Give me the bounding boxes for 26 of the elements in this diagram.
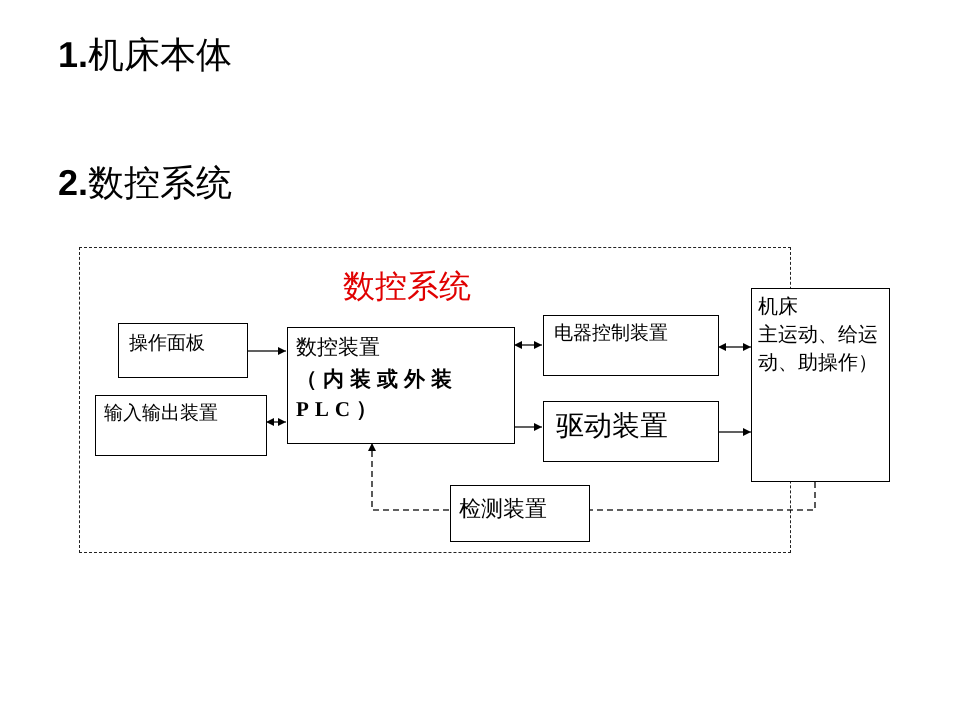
- connector-arrow: [514, 423, 542, 431]
- group-title: 数控系统: [343, 267, 471, 306]
- box-label: （内装或外装PLC）: [295, 366, 459, 422]
- connector-arrow: [247, 347, 286, 355]
- list-heading: 1.机床本体: [58, 33, 232, 77]
- box-label: 主运动、给运动、助操作）: [757, 323, 879, 376]
- box-label: 数控装置: [295, 334, 381, 361]
- connector-arrow: [514, 341, 542, 349]
- box-label: 输入输出装置: [103, 402, 219, 426]
- connector-arrow: [266, 418, 286, 426]
- component-box: [450, 485, 590, 542]
- component-box: [751, 288, 890, 482]
- component-box: [543, 315, 719, 376]
- connector-arrow: [718, 428, 751, 436]
- box-label: 机床: [757, 295, 799, 320]
- list-heading: 2.数控系统: [58, 161, 232, 205]
- component-box: [95, 395, 267, 456]
- connector-arrow: [718, 343, 751, 351]
- box-label: 电器控制装置: [553, 322, 669, 346]
- box-label: 操作面板: [128, 332, 206, 356]
- box-label: 驱动装置: [555, 410, 669, 444]
- component-box: [118, 323, 248, 378]
- component-box: [287, 327, 515, 444]
- component-box: [543, 401, 719, 462]
- connector-arrow: [368, 443, 449, 511]
- box-label: 检测装置: [458, 495, 548, 523]
